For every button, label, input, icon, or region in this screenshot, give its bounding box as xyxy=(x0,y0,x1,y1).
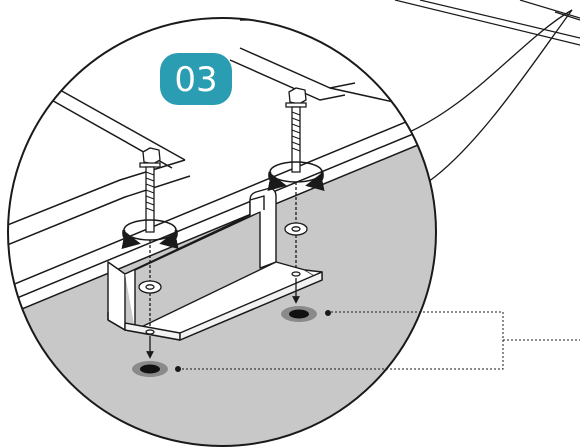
hole-leader-lines xyxy=(178,311,580,370)
zoom-callout xyxy=(394,9,573,183)
bolt-assembly-right xyxy=(267,87,325,304)
floor-hole-icon xyxy=(281,306,317,322)
hex-bolt-icon xyxy=(285,87,307,173)
bolt-assembly-left xyxy=(121,147,179,359)
hex-bolt-icon xyxy=(139,147,161,233)
floor-hole-icon xyxy=(132,361,168,377)
washer-icon xyxy=(284,222,308,236)
step-badge-background xyxy=(160,53,232,105)
product-outline xyxy=(394,0,580,46)
step-number: 03 xyxy=(174,60,217,100)
washer-icon xyxy=(138,280,162,294)
leader-dot xyxy=(325,310,331,316)
step-badge: 03 xyxy=(160,53,232,105)
leader-dot xyxy=(175,366,181,372)
